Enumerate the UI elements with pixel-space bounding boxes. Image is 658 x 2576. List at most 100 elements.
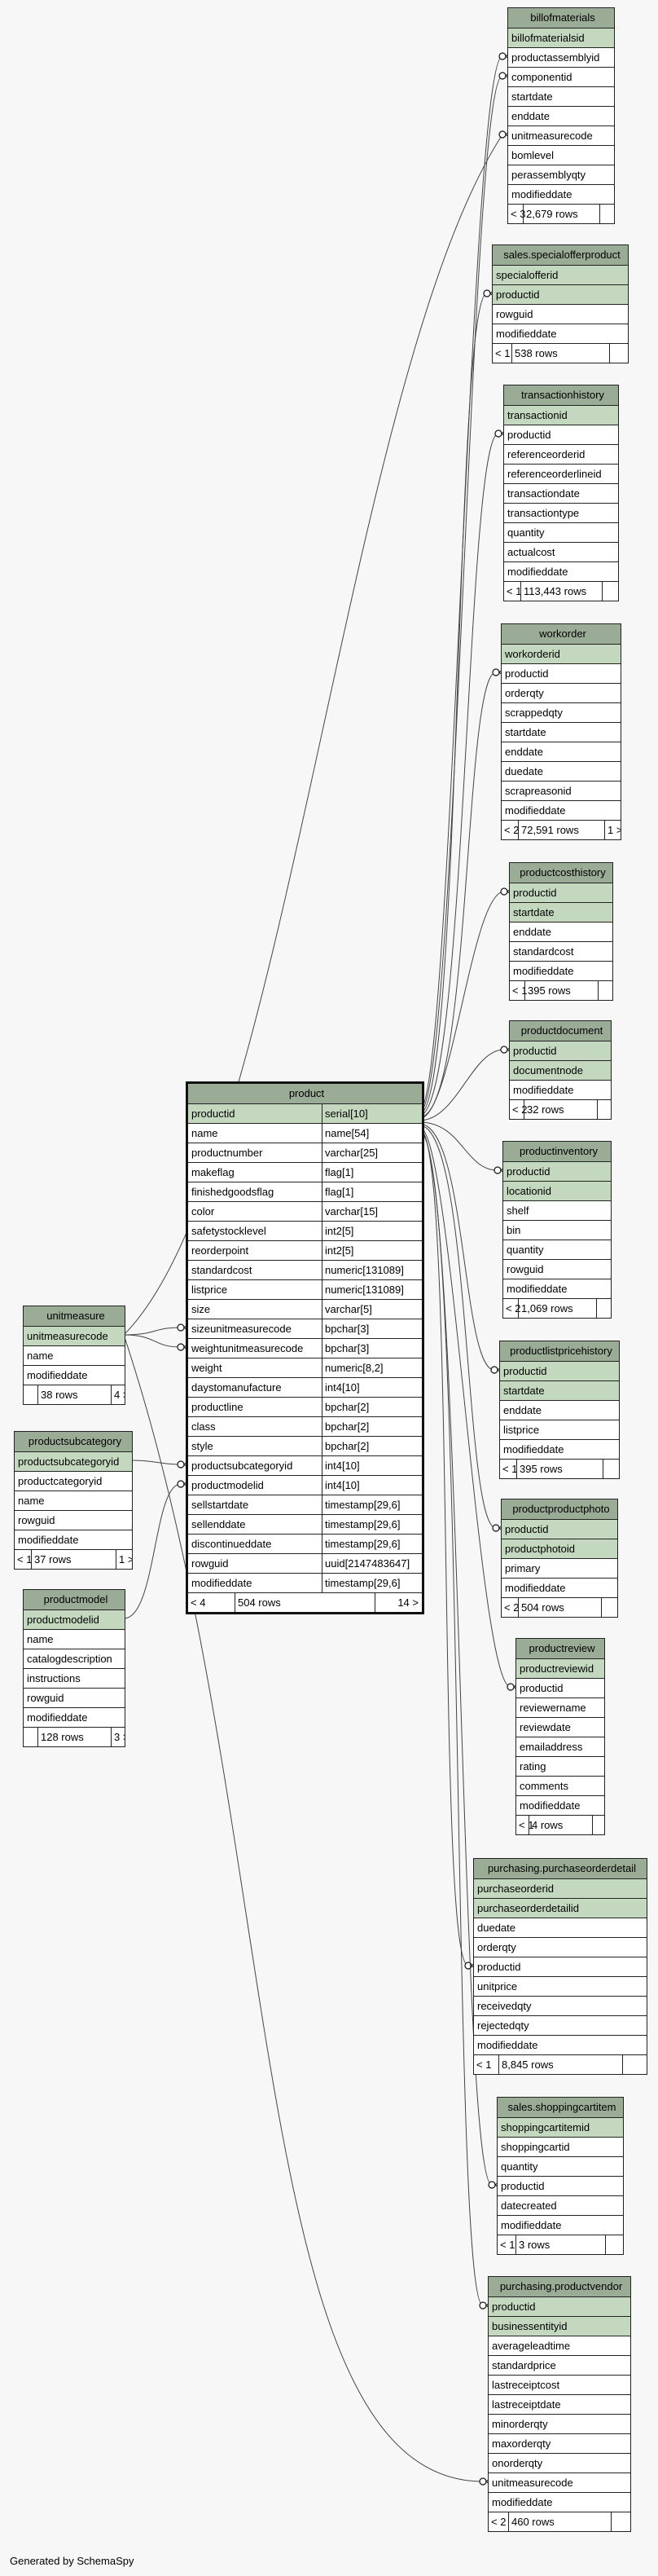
column-name: modifieddate [191,1577,252,1589]
column-name: modifieddate [503,1443,564,1455]
table-title: productlistpricehistory [500,1341,619,1361]
fk-marker [479,2477,487,2486]
key-column: productid [500,1361,619,1380]
footer-prev[interactable]: < 1 [507,585,522,597]
column-name: quantity [507,1244,544,1256]
column-name: sellenddate [191,1518,246,1530]
footer-prev[interactable]: < 1 [476,2059,492,2071]
footer-prev[interactable]: < 1 [519,1819,534,1831]
footer-prev[interactable]: < 2 [504,1601,520,1614]
column-name: comments [520,1780,568,1792]
table-title-text: productlistpricehistory [510,1345,612,1357]
footer-rowcount: 37 rows [31,1550,116,1569]
footer-next[interactable]: 14 > [375,1593,422,1612]
column-name: modifieddate [513,965,574,977]
column-name: shoppingcartitemid [501,2121,590,2133]
relationship-line [419,672,497,1118]
fk-marker [493,1166,502,1174]
column-name: productmodelid [191,1479,264,1491]
footer-rowcount: 460 rows [508,2512,611,2531]
column-name: instructions [27,1672,81,1684]
footer-prev[interactable]: < 2 [504,824,520,836]
footer-prev[interactable]: < 1 [495,347,511,359]
column-name: modifieddate [501,2219,562,2231]
footer-prev[interactable]: < 1 [17,1553,33,1565]
footer-prev[interactable]: < 1 [512,984,528,997]
footer-prev[interactable]: < 1 [500,2239,515,2251]
column: primary [502,1558,617,1578]
column-name: enddate [503,1404,542,1416]
footer-next[interactable]: 1 > [604,821,621,839]
footer-prev[interactable]: < 1 [502,1463,518,1475]
column-type: bpchar[3] [322,1339,369,1358]
footer-prev[interactable]: < 2 [512,1103,528,1116]
fk-marker [494,429,502,438]
footer-next[interactable]: 3 > [111,1728,125,1746]
relationship-line [419,891,505,1120]
column: modifieddate [502,800,621,820]
key-column: specialofferid [493,265,628,284]
footer-prev[interactable]: < 4 [191,1596,206,1609]
key-column: productid [510,883,612,902]
column-name: orderqty [477,1941,516,1953]
footer-next[interactable]: 1 > [116,1550,132,1569]
key-column: startdate [510,902,612,922]
table-title-text: purchasing.productvendor [499,2280,623,2292]
column-name: productid [520,1682,564,1694]
column-type: int4[10] [322,1476,360,1495]
footer-prev[interactable]: < 2 [506,1302,521,1314]
footer-next[interactable]: 4 > [111,1385,125,1404]
table-title: productreview [516,1639,604,1658]
footer-prev[interactable]: < 2 [491,2516,507,2528]
table-title: sales.shoppingcartitem [498,2098,623,2117]
footer-rowcount: 504 rows [518,1598,601,1617]
footer-rowcount: 504 rows [235,1593,375,1612]
column-name: productmodelid [27,1614,99,1626]
column-name: transactiontype [507,507,580,519]
fk-marker [177,1460,185,1469]
footer-prev[interactable]: < 3 [511,208,526,220]
table-title-text: productproductphoto [512,1503,610,1515]
column: bin [503,1220,611,1240]
table-title-text: transactionhistory [521,389,604,401]
column: reviewdate [516,1717,604,1737]
table-title: productinventory [503,1142,611,1161]
table-shoppingcartitem[interactable]: sales.shoppingcartitem shoppingcartitemid… [497,2097,624,2255]
column-name: referenceorderlineid [507,468,602,480]
column-type: int2[5] [322,1241,353,1260]
fk-marker [498,72,507,80]
column-name: class [191,1420,216,1433]
key-column: productid [510,1041,611,1060]
column-name: productid [477,1961,521,1973]
footer-rowcount: 395 rows [524,981,598,1000]
table-title: productdocument [510,1021,611,1041]
column-name: modifieddate [505,1582,566,1594]
column-type: name[54] [322,1124,369,1143]
column: quantity [503,1240,611,1259]
